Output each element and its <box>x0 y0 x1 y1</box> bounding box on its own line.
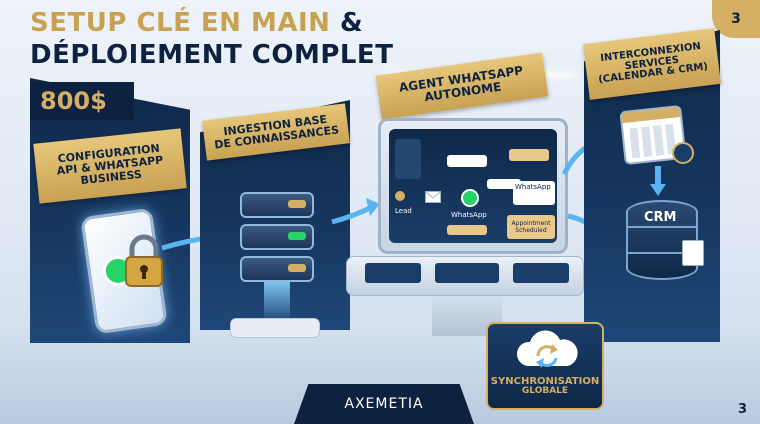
step-label-agent: AGENT WHATSAPP AUTONOME <box>375 52 549 120</box>
lock-icon <box>125 234 163 287</box>
sync-small-icon <box>672 142 694 164</box>
whatsapp-right-label: WhatsApp <box>515 183 551 191</box>
appointment-line1: Appointment <box>511 220 551 227</box>
crm-database-icon: CRM <box>626 200 698 280</box>
chat-bubble <box>447 225 487 235</box>
sync-line2: GLOBALE <box>521 386 569 396</box>
chat-bubble <box>447 155 487 167</box>
title-ampersand: & <box>339 8 364 38</box>
whatsapp-center-label: WhatsApp <box>451 211 487 219</box>
monitor: Lead WhatsApp WhatsApp Appointment Sched… <box>378 118 568 254</box>
monitor-screen: Lead WhatsApp WhatsApp Appointment Sched… <box>389 129 557 243</box>
chat-bubble <box>487 179 521 189</box>
server-stack-icon <box>240 192 314 292</box>
chat-bubble <box>509 149 549 161</box>
whatsapp-right-box: WhatsApp <box>513 181 555 205</box>
sync-label: SYNCHRONISATION GLOBALE <box>488 376 602 397</box>
price-badge: 800$ <box>30 82 134 120</box>
title-line1: SETUP CLÉ EN MAIN <box>30 8 331 38</box>
title-line2: DÉPLOIEMENT COMPLET <box>30 40 394 70</box>
brand-footer: AXEMETIA <box>294 384 474 424</box>
pedestal <box>230 318 320 338</box>
brand-logo: AXEMETIA <box>344 396 424 412</box>
sync-global-card: SYNCHRONISATION GLOBALE <box>486 322 604 410</box>
data-beam <box>264 282 290 322</box>
appointment-box: Appointment Scheduled <box>507 215 555 239</box>
crm-label: CRM <box>644 210 677 225</box>
console-desk <box>346 256 584 296</box>
note-icon <box>682 240 704 266</box>
sync-line1: SYNCHRONISATION <box>490 376 600 387</box>
arrow-down-icon <box>650 166 666 196</box>
lead-label: Lead <box>395 207 412 215</box>
appointment-line2: Scheduled <box>515 227 547 234</box>
page-number-badge-top: 3 <box>712 0 760 38</box>
page-number-top: 3 <box>731 11 741 27</box>
lead-icon <box>395 191 405 201</box>
envelope-icon <box>425 191 441 203</box>
page-number-bottom: 3 <box>738 402 748 417</box>
cloud-sync-icon <box>516 330 578 368</box>
whatsapp-center-icon <box>461 189 479 207</box>
price: 800$ <box>40 87 107 115</box>
arrow-icon-2 <box>331 198 380 225</box>
